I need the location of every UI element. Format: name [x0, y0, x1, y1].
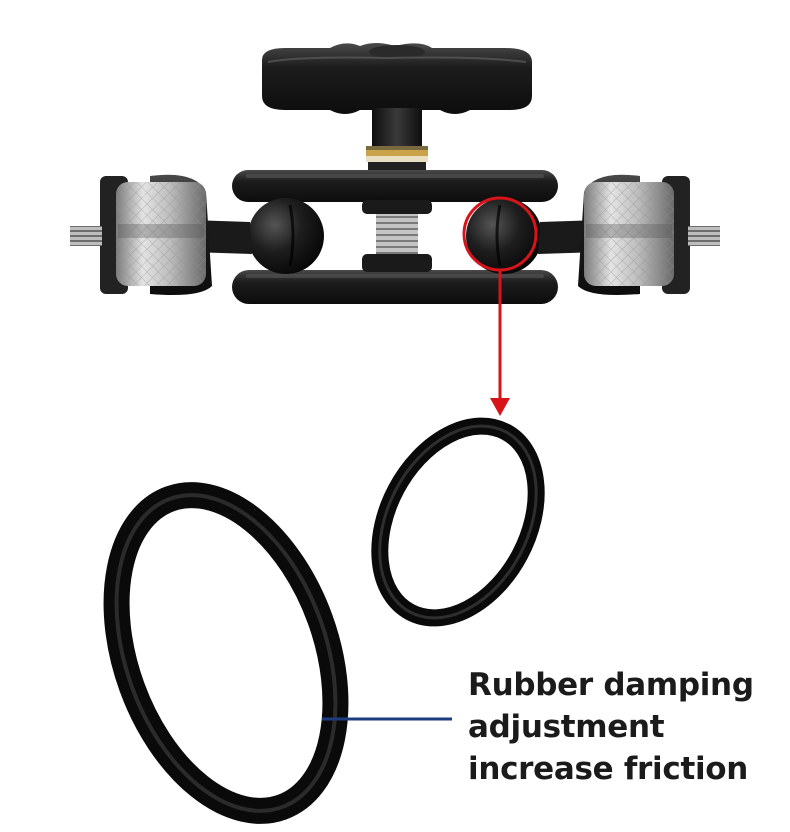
- arrow-head: [490, 398, 510, 416]
- center-screw: [362, 200, 432, 272]
- o-ring-large: [103, 482, 349, 824]
- o-ring-small: [371, 417, 545, 627]
- caption-line-1: Rubber damping: [468, 667, 754, 703]
- lower-plate: [232, 270, 558, 304]
- right-ball: [466, 198, 542, 274]
- left-arm: [70, 174, 252, 295]
- caption-line-3: increase friction: [468, 751, 749, 787]
- top-knob: [262, 43, 532, 114]
- caption-line-2: adjustment: [468, 709, 665, 745]
- right-arm: [538, 174, 720, 295]
- caption: Rubber damping adjustment increase frict…: [468, 664, 754, 790]
- stem: [366, 108, 428, 172]
- ball-head-clamp: [70, 43, 720, 304]
- callout-arrow: [462, 196, 538, 416]
- left-ball: [248, 198, 324, 274]
